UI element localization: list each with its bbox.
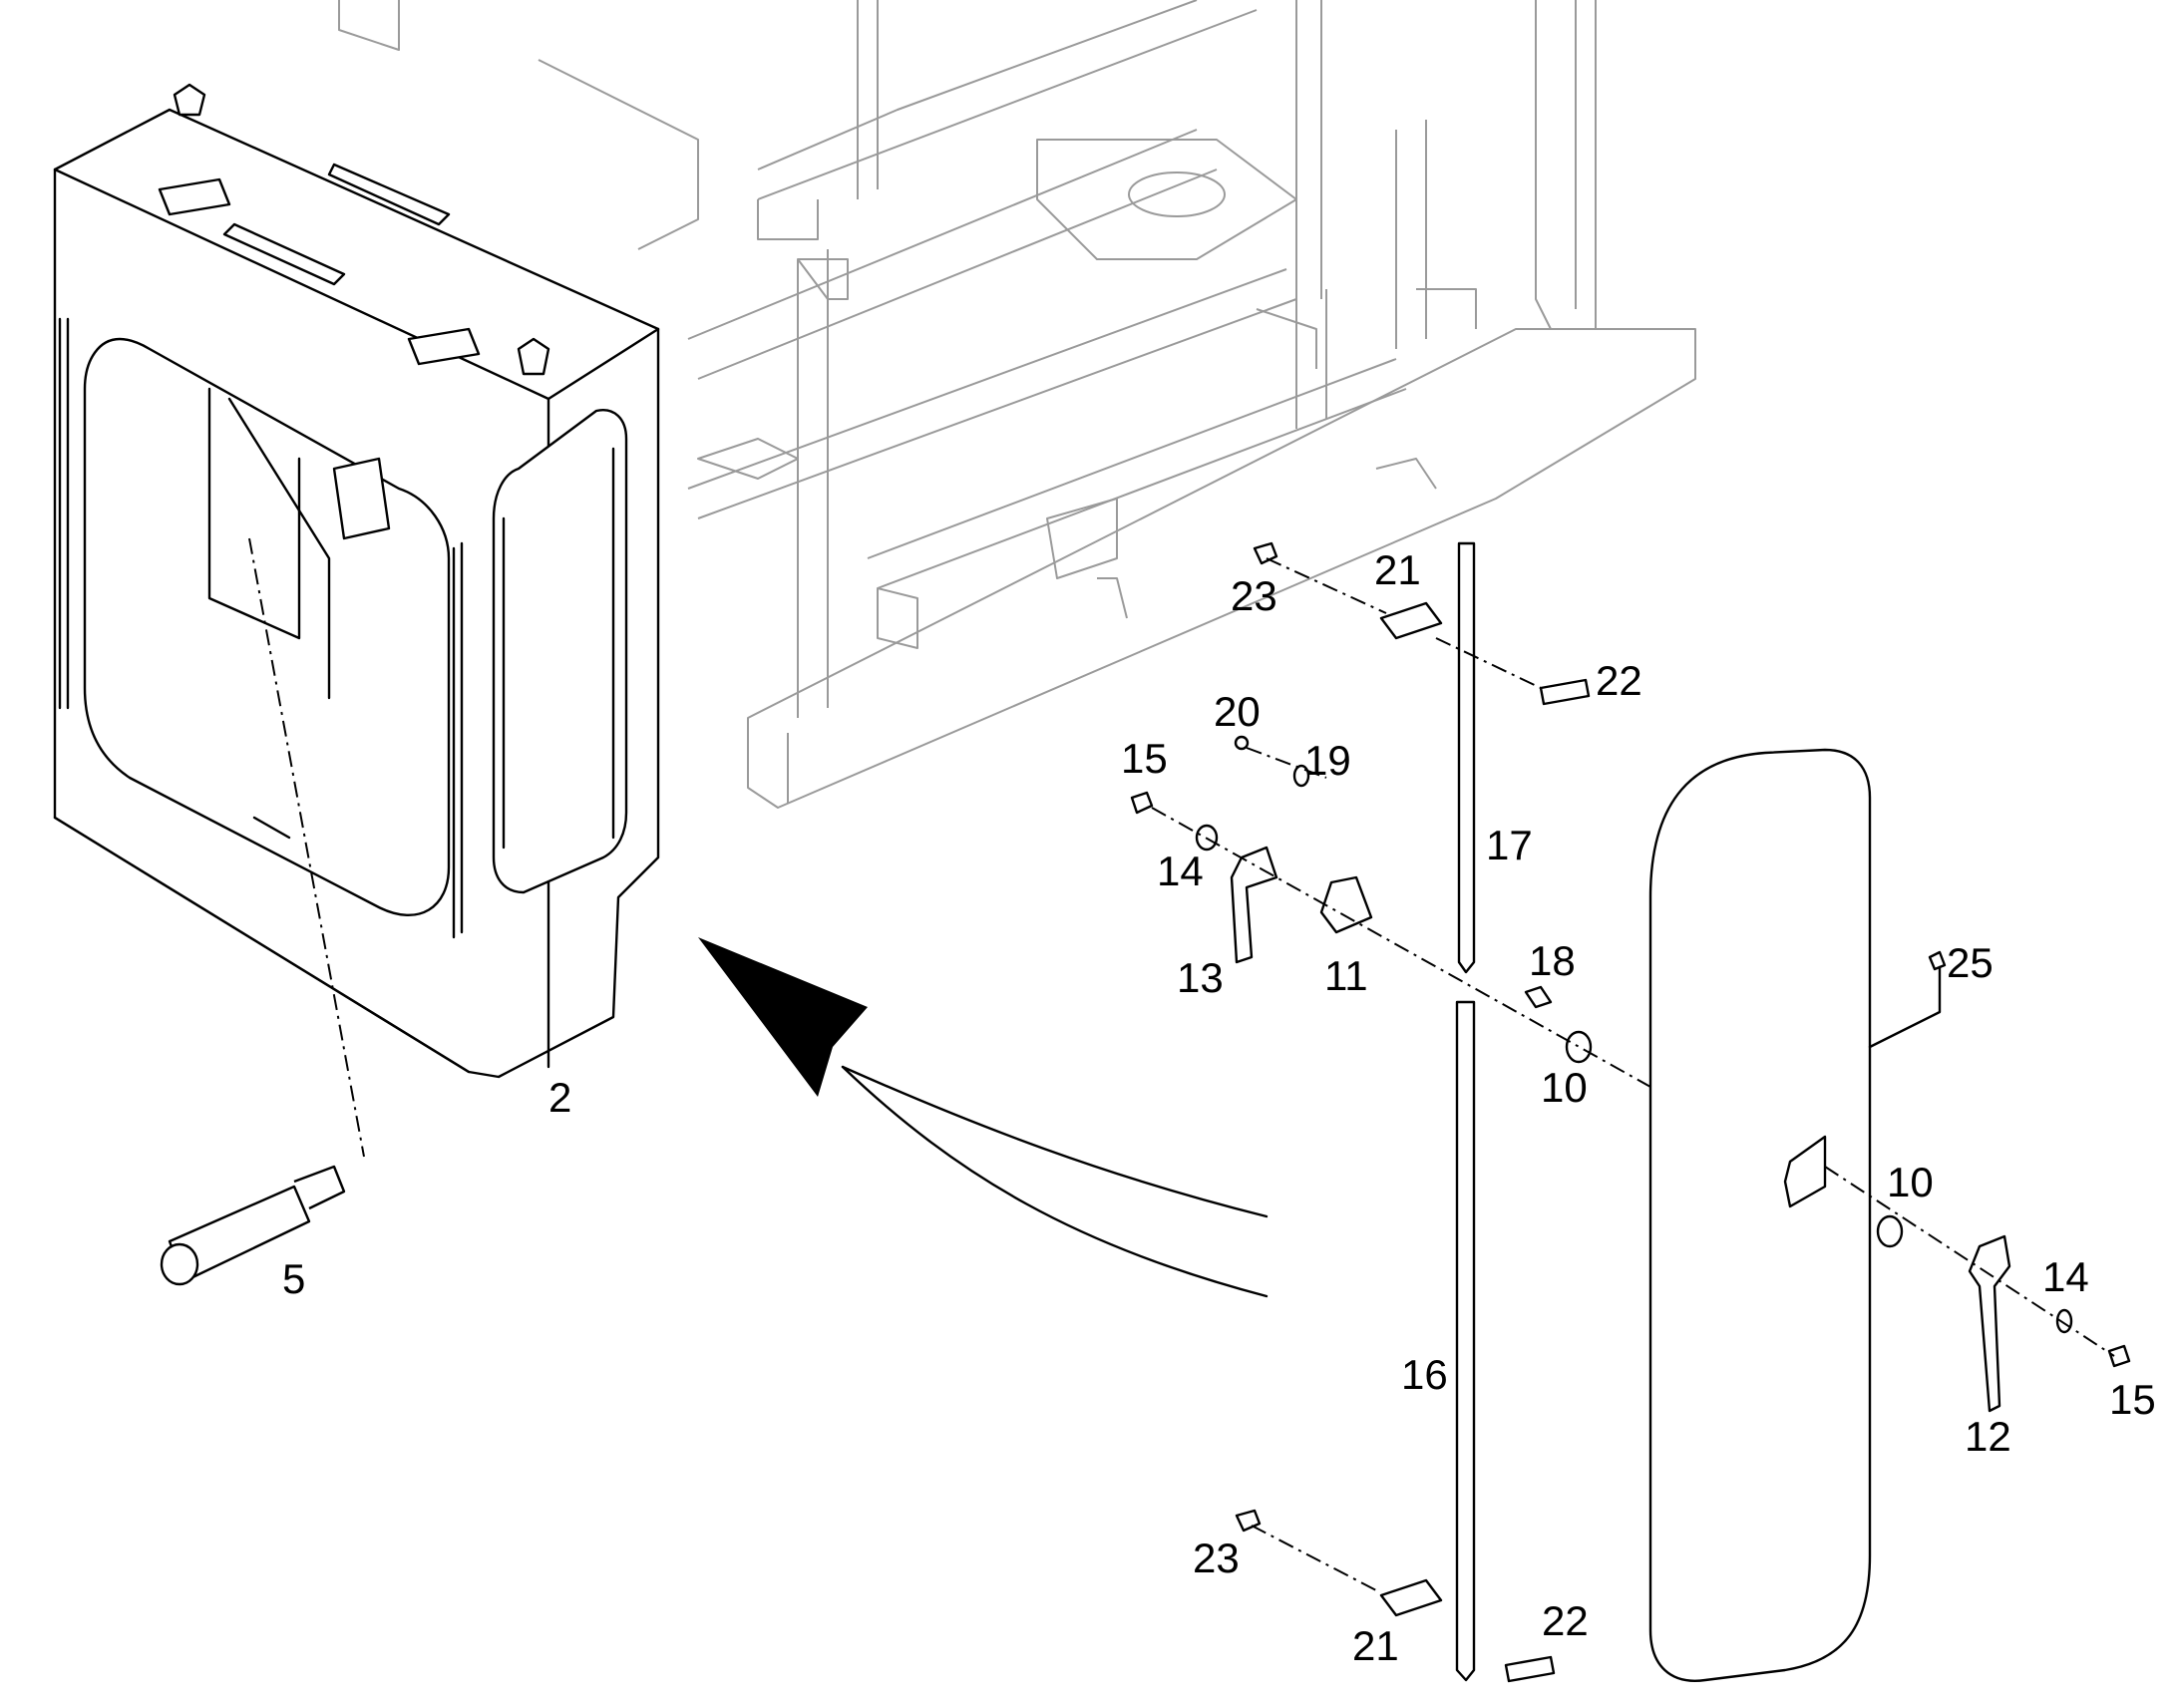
callout-15: 15 (1121, 735, 1168, 782)
callout-2: 2 (548, 1074, 571, 1121)
callout-14: 14 (1157, 848, 1204, 894)
callout-19: 19 (1304, 737, 1351, 784)
callout-23: 23 (1193, 1535, 1240, 1581)
callout-13: 13 (1177, 954, 1224, 1001)
strip-part-17 (1457, 541, 1476, 974)
callout-11: 11 (1324, 952, 1368, 999)
background-machine-frame (338, 0, 1696, 809)
callout-21: 21 (1352, 1622, 1399, 1669)
callout-18: 18 (1529, 937, 1576, 984)
callout-23: 23 (1231, 572, 1277, 619)
pin-part-5 (160, 1165, 346, 1286)
callout-20: 20 (1214, 688, 1261, 735)
callout-10: 10 (1541, 1064, 1588, 1111)
callout-14: 14 (2042, 1253, 2089, 1300)
direction-arrow (698, 937, 1269, 1298)
callout-15: 15 (2109, 1376, 2156, 1423)
callout-12: 12 (1965, 1413, 2011, 1460)
callout-17: 17 (1486, 822, 1533, 868)
callout-16: 16 (1401, 1351, 1448, 1398)
strip-part-16 (1455, 1000, 1476, 1682)
callout-21: 21 (1374, 546, 1421, 593)
callout-22: 22 (1542, 1597, 1589, 1644)
leader-part-5 (248, 537, 365, 1158)
callout-22: 22 (1596, 657, 1642, 704)
callout-5: 5 (282, 1255, 305, 1302)
callout-10: 10 (1887, 1159, 1934, 1205)
callout-25: 25 (1947, 939, 1994, 986)
door-panel (1648, 748, 1872, 1682)
cab-frame (53, 83, 660, 1079)
